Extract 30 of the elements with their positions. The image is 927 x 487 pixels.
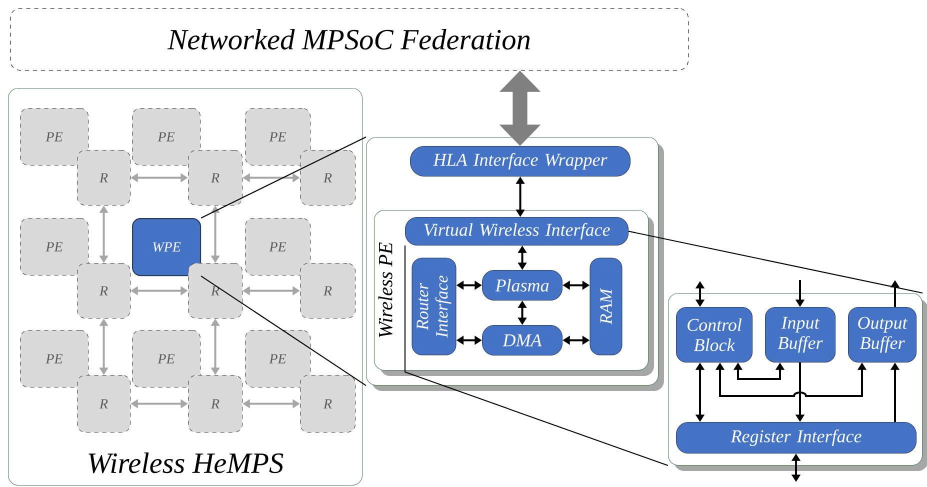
router-box: R (300, 263, 356, 319)
block-box: Register Interface (676, 422, 917, 454)
processing-element-box: WPE (132, 218, 202, 276)
router-box: R (300, 150, 356, 206)
processing-element-box: PE (245, 108, 311, 166)
processing-element-box: PE (132, 330, 201, 388)
router-box: R (300, 375, 356, 433)
leader-line (404, 246, 668, 466)
router-box: R (77, 150, 131, 206)
block-box: Router Interface (412, 258, 456, 356)
federation-box: Networked MPSoC Federation (10, 8, 689, 71)
block-box: Control Block (676, 307, 753, 363)
block-box: DMA (482, 325, 563, 356)
processing-element-box: PE (20, 218, 89, 276)
router-box: R (77, 263, 131, 319)
block-box: Output Buffer (848, 307, 917, 363)
block-box: RAM (590, 258, 622, 356)
block-box: Plasma (482, 270, 563, 301)
block-box: HLA Interface Wrapper (410, 146, 631, 177)
processing-element-box: PE (245, 218, 311, 276)
block-box: Virtual Wireless Interface (405, 217, 629, 246)
block-box: Input Buffer (765, 307, 836, 363)
router-box: R (188, 150, 243, 206)
router-box: R (77, 375, 131, 433)
leader-line (628, 230, 923, 294)
processing-element-box: PE (20, 330, 89, 388)
router-box: R (188, 375, 243, 433)
processing-element-box: PE (132, 108, 201, 166)
processing-element-box: PE (245, 330, 311, 388)
processing-element-box: PE (20, 108, 89, 166)
